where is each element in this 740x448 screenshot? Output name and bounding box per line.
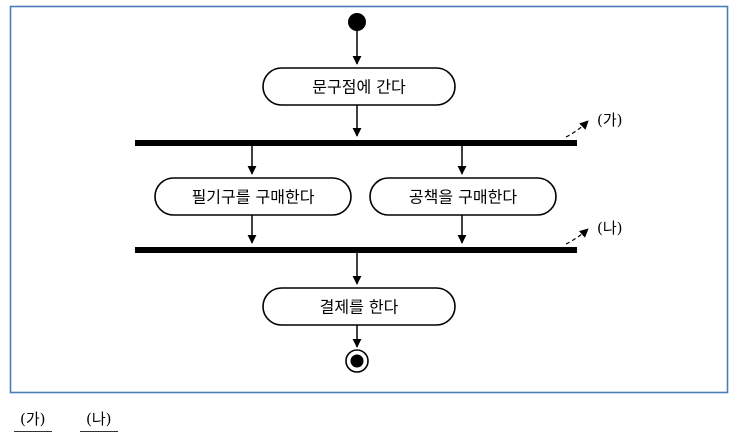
- join-label: (나): [597, 219, 623, 237]
- activity-label-4: 결제를 한다: [320, 298, 399, 317]
- activity-shape-1: [262, 67, 456, 106]
- diagram-border: [9, 5, 729, 394]
- final-node-inner-circle: [350, 354, 364, 368]
- join-bar: [135, 247, 577, 253]
- activity-label-1: 문구점에 간다: [312, 78, 406, 97]
- activity-label-2: 필기구를 구매한다: [192, 188, 315, 207]
- activity-node-4: 결제를 한다: [262, 287, 456, 326]
- activity-shape-4: [262, 287, 456, 326]
- activity-node-2: 필기구를 구매한다: [154, 177, 352, 216]
- activity-node-3: 공책을 구매한다: [369, 177, 557, 216]
- join-annotation-arrow: [565, 228, 589, 245]
- activity-shape-3: [369, 177, 557, 216]
- fork-annotation-arrow: [565, 120, 589, 138]
- start-node: [348, 13, 366, 31]
- activity-label-3: 공책을 구매한다: [409, 188, 517, 207]
- answer-blank-na: (나): [80, 408, 118, 432]
- final-node: [345, 349, 369, 373]
- answer-blank-ga: (가): [14, 408, 52, 432]
- fork-bar: [135, 140, 577, 146]
- fork-label: (가): [597, 111, 623, 129]
- activity-node-1: 문구점에 간다: [262, 67, 456, 106]
- activity-shape-2: [154, 177, 352, 216]
